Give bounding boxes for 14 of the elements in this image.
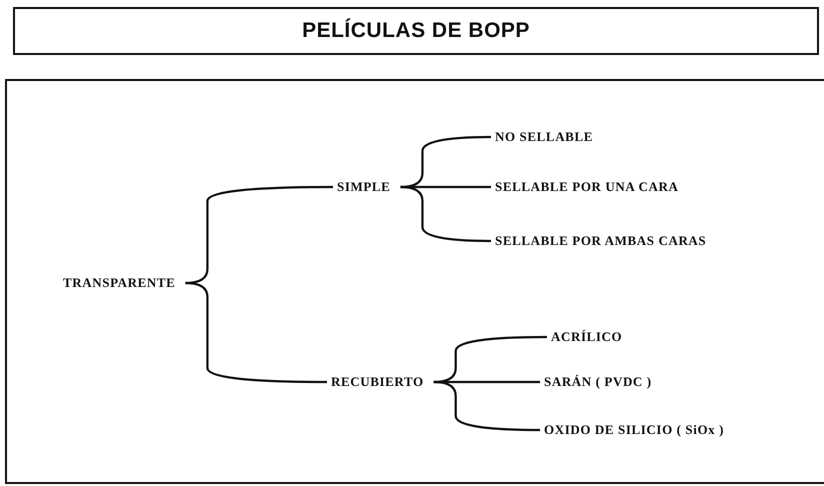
category-label: NO SELLABLE — [495, 129, 593, 145]
category-label: ACRÍLICO — [551, 329, 622, 345]
category-label: RECUBIERTO — [331, 374, 424, 390]
panel-box — [5, 79, 824, 484]
category-label: OXIDO DE SILICIO ( SiOx ) — [544, 422, 724, 438]
brace-connector — [400, 186, 492, 242]
brace-connector — [434, 380, 540, 432]
brace-connector — [185, 282, 327, 384]
category-label: SELLABLE POR AMBAS CARAS — [495, 233, 706, 249]
title-box: PELÍCULAS DE BOPP — [13, 7, 819, 55]
category-label: SIMPLE — [337, 179, 390, 195]
category-label: SARÁN ( PVDC ) — [544, 374, 652, 390]
category-label: TRANSPARENTE — [63, 275, 176, 291]
category-label: SELLABLE POR UNA CARA — [495, 179, 678, 195]
